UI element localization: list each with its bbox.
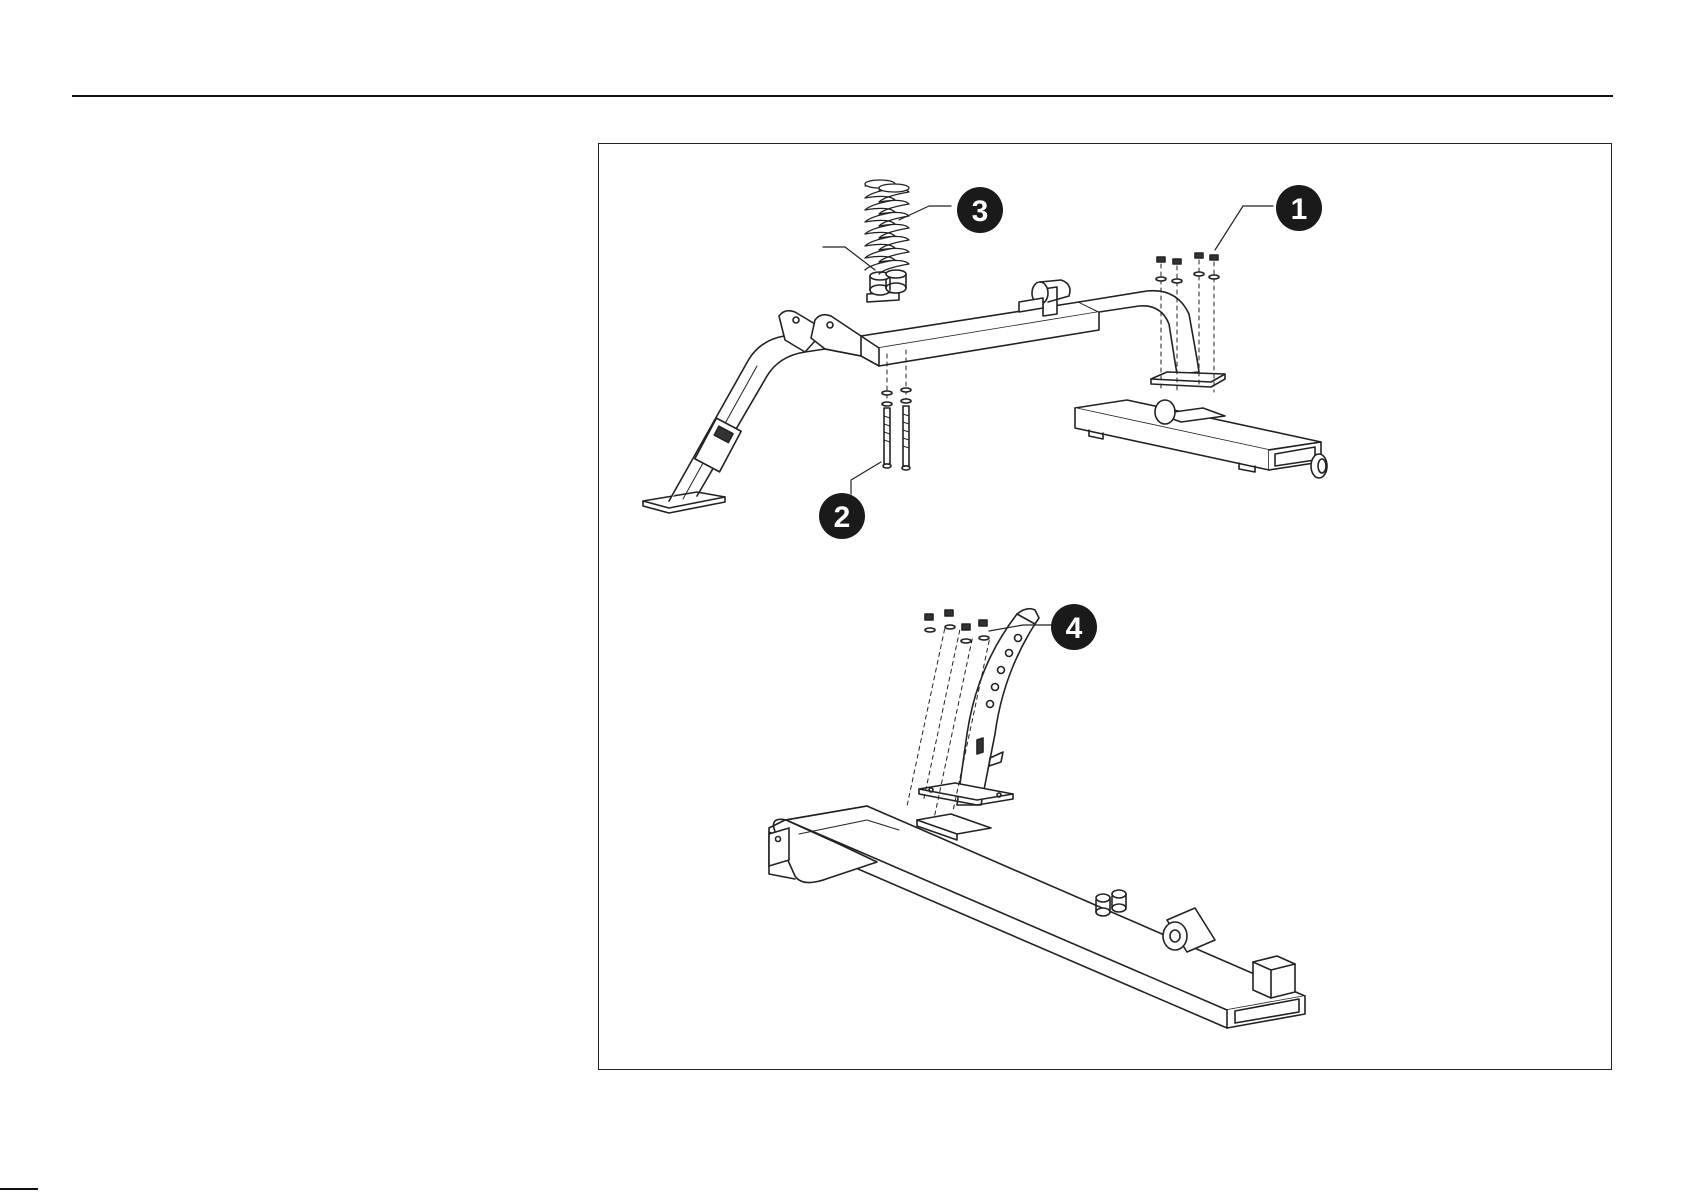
- callout-3: 3: [899, 187, 1003, 233]
- assembly-drawing: 1 2 3: [599, 144, 1613, 1071]
- callout-1-label: 1: [1291, 193, 1308, 226]
- assembly-figure: 1 2 3: [598, 143, 1612, 1070]
- lower-frame: [769, 806, 1305, 1028]
- callout-3-label: 3: [972, 195, 989, 228]
- header-rule: [72, 95, 1613, 97]
- base-frame: [643, 270, 1225, 513]
- leader-line-unlabeled: [823, 247, 875, 270]
- callout-2-label: 2: [834, 501, 851, 534]
- spring-pair: [865, 180, 909, 274]
- bolts-lower: [882, 350, 911, 470]
- callout-1: 1: [1215, 185, 1322, 250]
- footer-rule: [0, 1188, 38, 1190]
- callout-4-label: 4: [1066, 612, 1083, 645]
- callout-2: 2: [819, 462, 881, 539]
- stabilizer-base: [1075, 400, 1327, 478]
